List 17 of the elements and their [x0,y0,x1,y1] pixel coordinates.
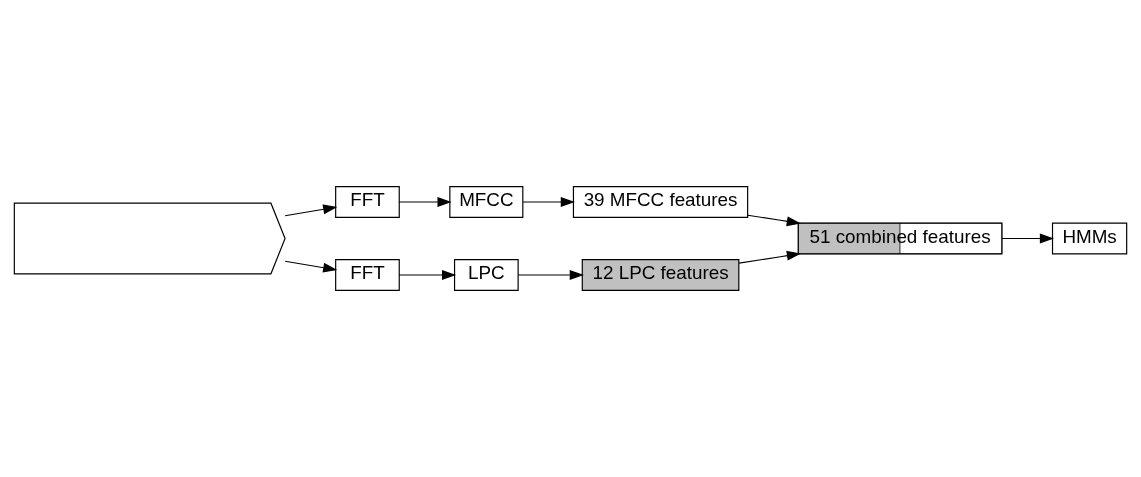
node-box: FFT [335,186,400,218]
arrow [398,197,452,207]
arrow [522,197,575,207]
arrow [398,270,457,280]
node-box: MFCC [449,186,524,218]
node-chevron [13,202,286,275]
node-box: 39 MFCC features [572,186,749,218]
arrow [738,250,801,264]
node-box: LPC [453,259,519,291]
arrow [284,260,338,273]
arrow [517,270,584,280]
node-box: HMMs [1051,222,1128,255]
node-box: 12 LPC features [581,259,740,291]
arrow [747,214,801,227]
arrow [1001,233,1054,244]
arrow [284,204,338,217]
node-box: FFT [335,259,400,291]
